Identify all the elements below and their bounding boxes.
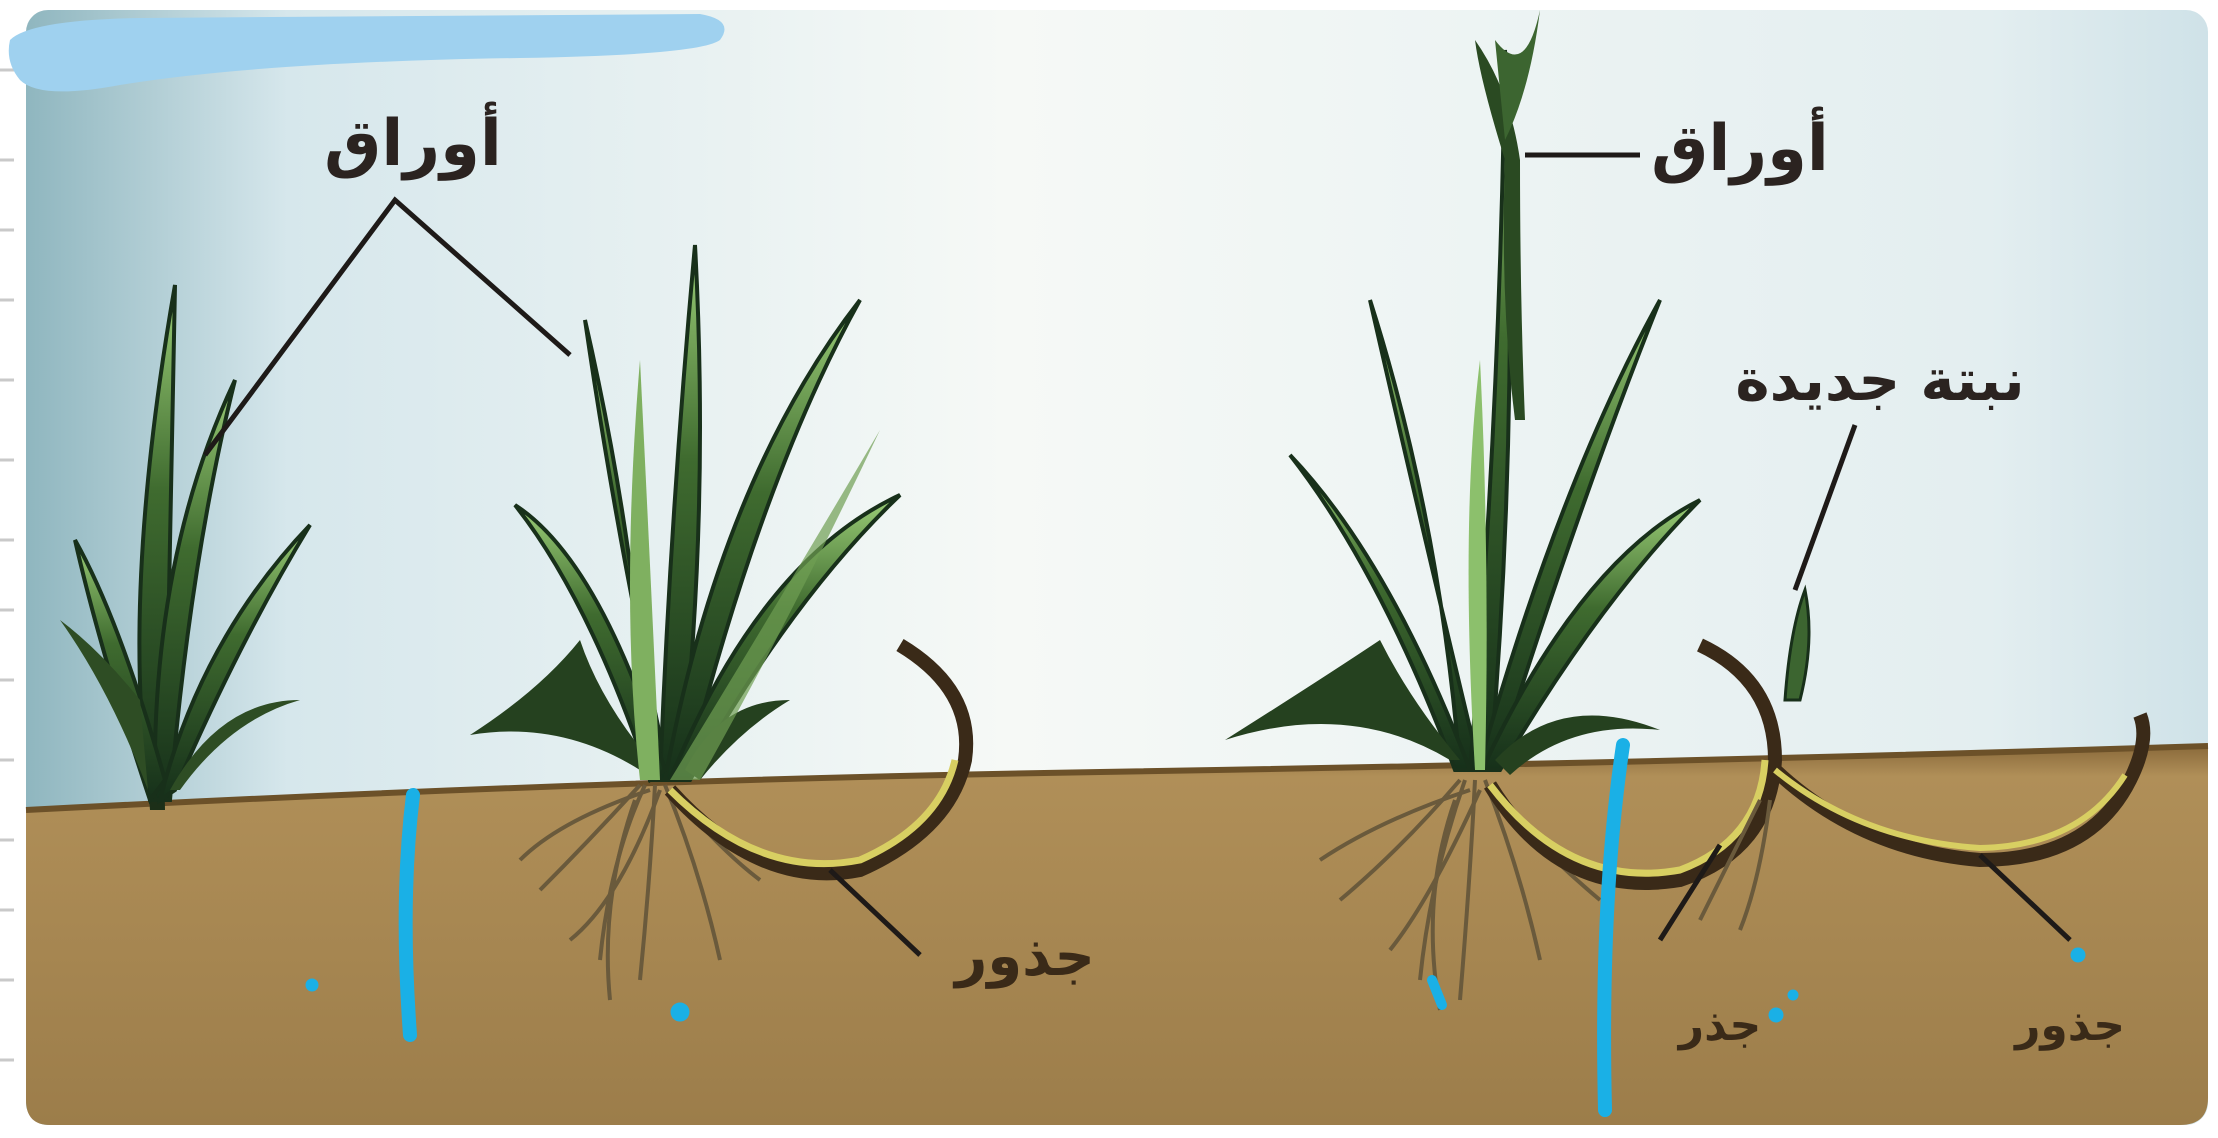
annotation-dot — [1769, 1008, 1783, 1022]
label-leaves-left: أوراق — [324, 101, 502, 181]
annotation-dot — [671, 1003, 689, 1021]
annotation-dot — [306, 979, 318, 991]
annotation-dot — [1788, 990, 1798, 1000]
annotation-dot — [2071, 948, 2085, 962]
label-new-plant: نبتة جديدة — [1735, 346, 2024, 414]
label-rhizome: جذر — [1677, 1000, 1761, 1051]
label-leaves-right: أوراق — [1651, 106, 1829, 186]
label-roots-center: جذور — [952, 924, 1095, 989]
annotation-stroke-left — [406, 795, 413, 1035]
soil-layer — [26, 746, 2208, 1125]
label-roots-right: جذور — [2013, 1000, 2125, 1051]
